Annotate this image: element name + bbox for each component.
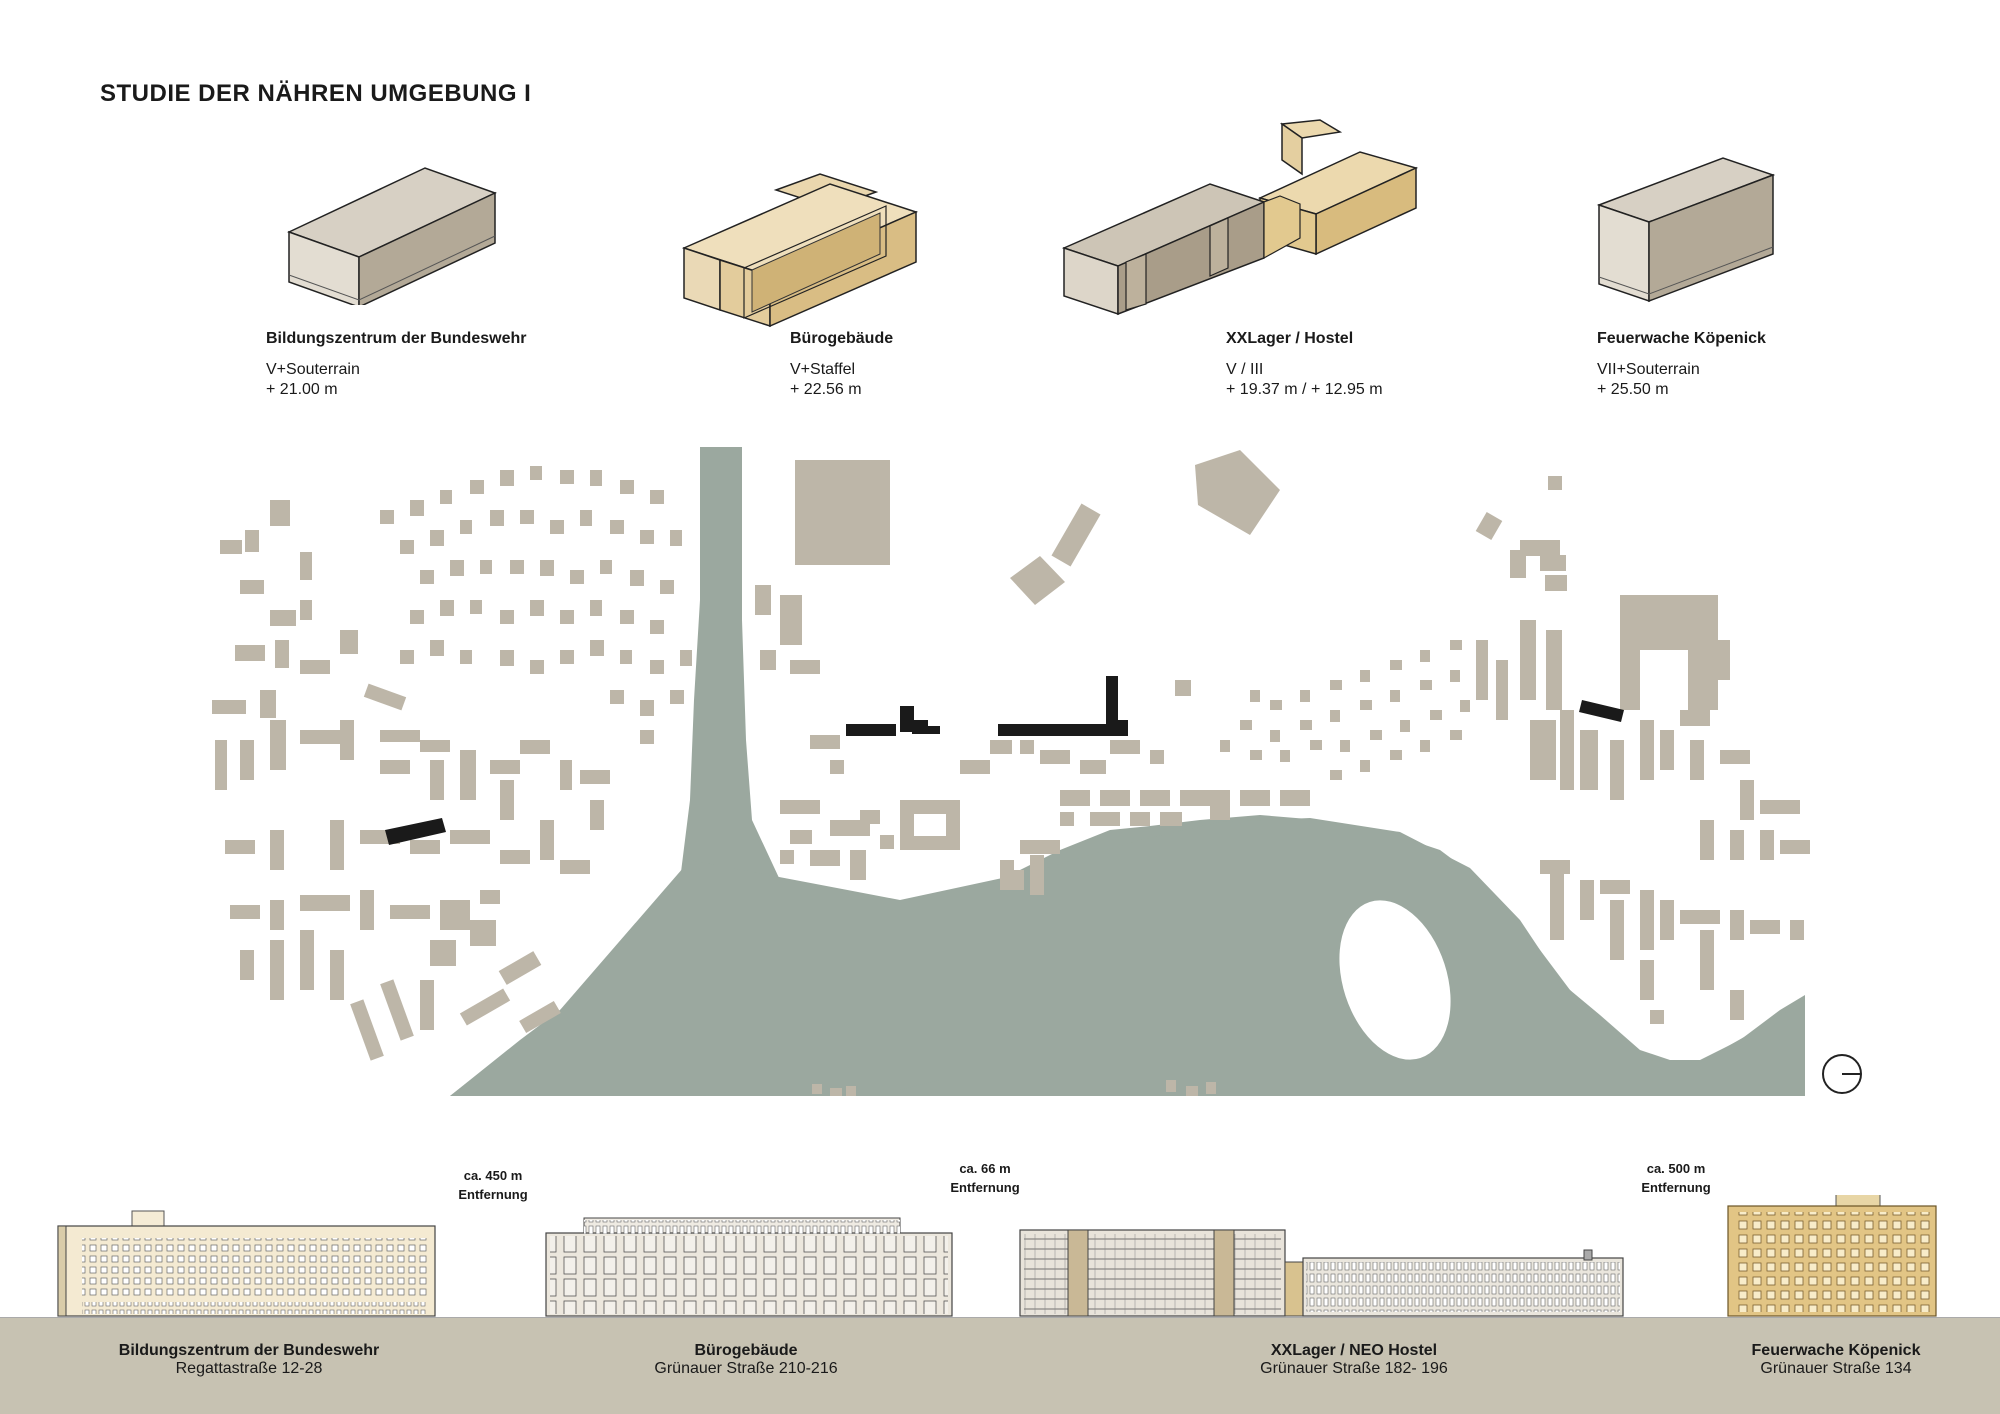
building-info-bildungszentrum: Bildungszentrum der Bundeswehr V+Souterr… bbox=[266, 330, 526, 400]
iso-model-buerogebaeude bbox=[680, 170, 920, 330]
elevation-feuerwache bbox=[1727, 1195, 1937, 1317]
site-plan-map bbox=[200, 440, 1840, 1100]
building-name: Bildungszentrum der Bundeswehr bbox=[266, 330, 527, 347]
building-height: + 22.56 m bbox=[790, 381, 862, 398]
street-elevations bbox=[0, 1195, 2000, 1320]
elevation-address: Grünauer Straße 182- 196 bbox=[1260, 1360, 1448, 1377]
elevation-name: Feuerwache Köpenick bbox=[1751, 1342, 1921, 1359]
distance-label-3: ca. 500 m Entfernung bbox=[1601, 1159, 1751, 1197]
building-info-xxlager: XXLager / Hostel V / III + 19.37 m / + 1… bbox=[1226, 330, 1383, 400]
distance-label: Entfernung bbox=[458, 1187, 528, 1202]
elevation-name: XXLager / NEO Hostel bbox=[1270, 1342, 1438, 1359]
building-height: + 25.50 m bbox=[1597, 381, 1669, 398]
river-water bbox=[450, 447, 1805, 1096]
building-info-feuerwache: Feuerwache Köpenick VII+Souterrain + 25.… bbox=[1597, 330, 1766, 400]
building-name: Bürogebäude bbox=[790, 330, 894, 347]
distance-label-1: ca. 450 m Entfernung bbox=[418, 1166, 568, 1204]
building-floors: V+Staffel bbox=[790, 361, 856, 378]
building-height: + 21.00 m bbox=[266, 381, 338, 398]
elevation-name: Bildungszentrum der Bundeswehr bbox=[118, 1342, 380, 1359]
surrounding-buildings bbox=[212, 450, 1810, 1096]
distance-value: ca. 450 m bbox=[463, 1168, 523, 1183]
elevation-label-bildungszentrum: Bildungszentrum der Bundeswehr Regattast… bbox=[79, 1342, 419, 1378]
distance-value: ca. 66 m bbox=[959, 1161, 1011, 1176]
elevation-address: Regattastraße 12-28 bbox=[175, 1360, 323, 1377]
elevation-name: Bürogebäude bbox=[694, 1342, 798, 1359]
distance-label: Entfernung bbox=[1641, 1180, 1711, 1195]
building-floors: V / III bbox=[1226, 361, 1264, 378]
north-arrow bbox=[1820, 1052, 1864, 1096]
iso-model-xxlager-hostel bbox=[1060, 118, 1430, 318]
building-name: Feuerwache Köpenick bbox=[1597, 330, 1766, 347]
elevation-xxlager-hostel bbox=[1019, 1229, 1624, 1317]
distance-label-2: ca. 66 m Entfernung bbox=[910, 1159, 1060, 1197]
building-info-buerogebaeude: Bürogebäude V+Staffel + 22.56 m bbox=[790, 330, 893, 400]
distance-label: Entfernung bbox=[950, 1180, 1020, 1195]
building-height: + 19.37 m / + 12.95 m bbox=[1226, 381, 1383, 398]
elevation-bildungszentrum bbox=[57, 1210, 436, 1317]
iso-model-bildungszentrum bbox=[285, 165, 505, 305]
ground-strip bbox=[0, 1318, 2000, 1414]
elevation-label-buerogebaeude: Bürogebäude Grünauer Straße 210-216 bbox=[576, 1342, 916, 1378]
page-title: STUDIE DER NÄHREN UMGEBUNG I bbox=[100, 80, 532, 107]
highlighted-buildings bbox=[385, 676, 1624, 845]
elevation-buerogebaeude bbox=[545, 1217, 953, 1317]
iso-model-feuerwache bbox=[1595, 155, 1780, 305]
elevation-address: Grünauer Straße 210-216 bbox=[654, 1360, 838, 1377]
building-name: XXLager / Hostel bbox=[1226, 330, 1354, 347]
building-floors: V+Souterrain bbox=[266, 361, 360, 378]
building-floors: VII+Souterrain bbox=[1597, 361, 1700, 378]
distance-value: ca. 500 m bbox=[1646, 1161, 1706, 1176]
elevation-label-feuerwache: Feuerwache Köpenick Grünauer Straße 134 bbox=[1668, 1342, 2000, 1378]
elevation-address: Grünauer Straße 134 bbox=[1760, 1360, 1912, 1377]
island bbox=[1339, 900, 1451, 1060]
elevation-label-xxlager: XXLager / NEO Hostel Grünauer Straße 182… bbox=[1184, 1342, 1524, 1378]
